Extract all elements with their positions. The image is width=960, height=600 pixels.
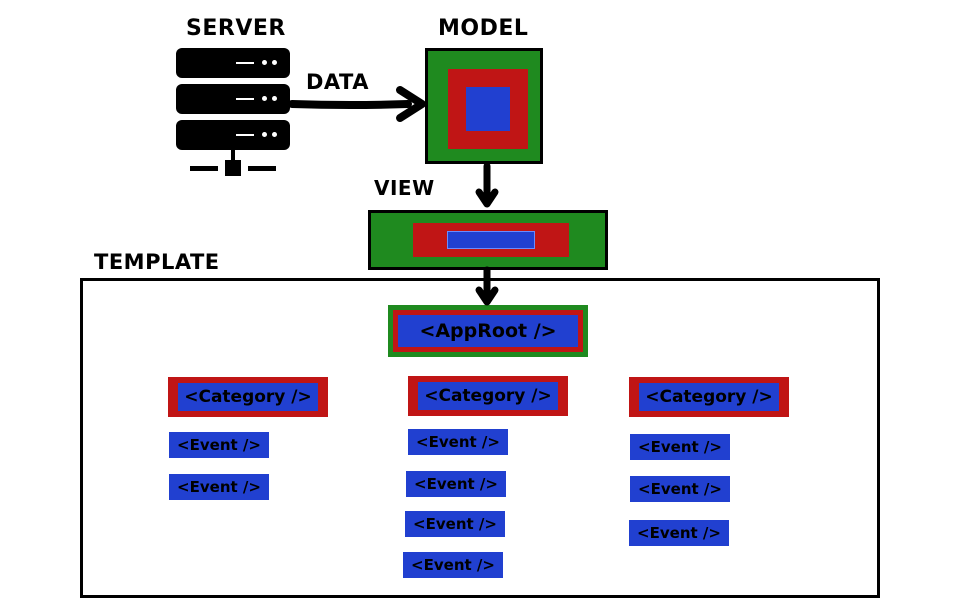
category-label: <Category /> xyxy=(418,382,558,410)
model-blue-core xyxy=(466,87,510,131)
event-component: <Event /> xyxy=(408,429,508,455)
data-arrowhead xyxy=(396,86,426,122)
view-red-layer xyxy=(413,223,569,257)
category-component: <Category /> xyxy=(629,377,789,417)
data-arrow xyxy=(288,100,412,109)
server-base-left xyxy=(190,166,218,171)
category-label: <Category /> xyxy=(639,383,779,411)
model-red-layer xyxy=(448,69,528,149)
data-label: DATA xyxy=(306,70,370,94)
server-base-right xyxy=(248,166,276,171)
category-component: <Category /> xyxy=(168,377,328,417)
view-blue-core xyxy=(447,231,535,249)
approot-red-layer: <AppRoot /> xyxy=(393,310,583,352)
template-label: TEMPLATE xyxy=(94,250,220,274)
server-rack-unit xyxy=(176,84,290,114)
view-block xyxy=(368,210,608,270)
model-to-view-arrowhead xyxy=(475,188,499,208)
event-component: <Event /> xyxy=(406,471,506,497)
event-component: <Event /> xyxy=(629,520,729,546)
category-component: <Category /> xyxy=(408,376,568,416)
event-component: <Event /> xyxy=(630,434,730,460)
view-label: VIEW xyxy=(374,176,435,200)
server-rack-unit xyxy=(176,48,290,78)
event-component: <Event /> xyxy=(405,511,505,537)
event-component: <Event /> xyxy=(403,552,503,578)
server-rack-unit xyxy=(176,120,290,150)
event-component: <Event /> xyxy=(169,474,269,500)
event-component: <Event /> xyxy=(169,432,269,458)
server-label: SERVER xyxy=(186,16,286,41)
approot-component: <AppRoot /> xyxy=(388,305,588,357)
server-foot xyxy=(225,160,241,176)
category-label: <Category /> xyxy=(178,383,318,411)
server-stem xyxy=(231,150,235,162)
model-label: MODEL xyxy=(438,16,529,41)
event-component: <Event /> xyxy=(630,476,730,502)
model-block xyxy=(425,48,543,164)
approot-label: <AppRoot /> xyxy=(398,315,578,347)
template-container xyxy=(80,278,880,598)
